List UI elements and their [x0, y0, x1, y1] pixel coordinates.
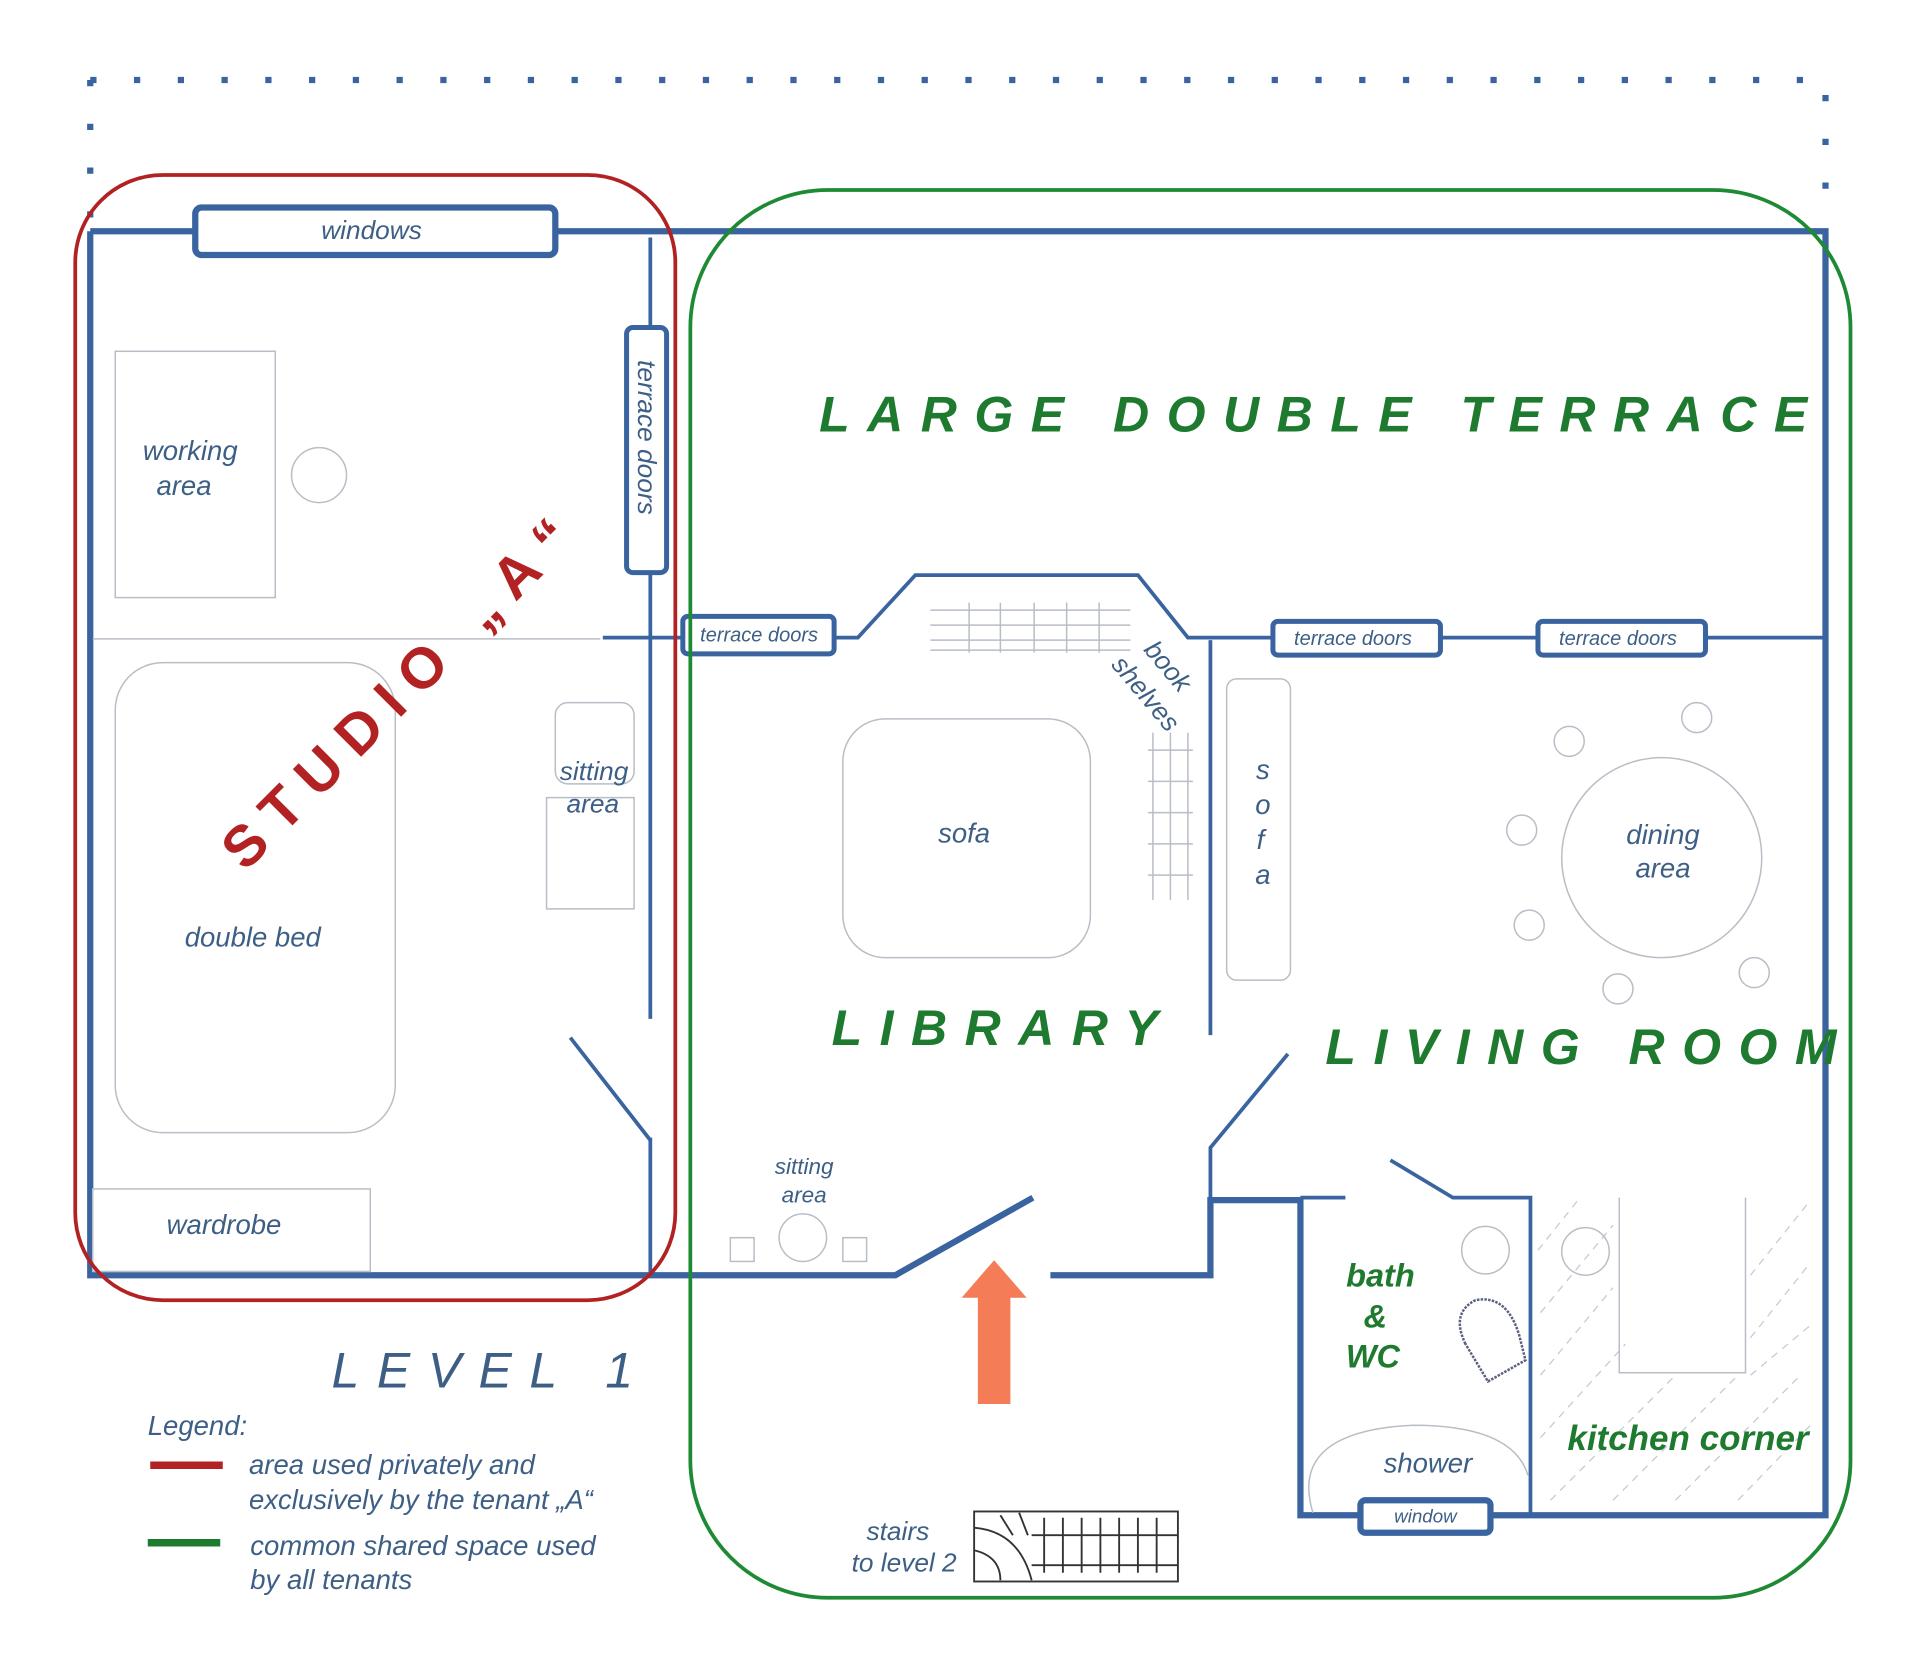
toilet — [1458, 1298, 1527, 1384]
windows-label: windows — [321, 215, 422, 245]
wardrobe — [91, 1188, 372, 1273]
double-bed-label: double bed — [185, 921, 323, 952]
legend-title: Legend: — [148, 1410, 247, 1441]
working-area-label-2: area — [156, 470, 211, 501]
private-area-outline — [73, 173, 678, 1303]
sitting-area-label: sitting — [560, 756, 629, 786]
terrace-door-1 — [680, 613, 837, 657]
double-bed — [114, 661, 397, 1134]
living-sofa-label: s o f a — [1255, 754, 1270, 890]
dining-table — [1560, 756, 1763, 959]
dining-chairs — [1505, 701, 1770, 1005]
library-sofa — [842, 718, 1092, 959]
bath-title-3: WC — [1346, 1339, 1401, 1375]
library-title: LIBRARY — [832, 1000, 1176, 1056]
working-desk — [114, 350, 277, 599]
stairs-icon — [973, 1510, 1179, 1583]
armchair — [554, 701, 635, 785]
living-room-title: LIVING ROOM — [1325, 1019, 1854, 1075]
bath-title: bath — [1346, 1257, 1415, 1293]
book-shelves-top — [930, 602, 1131, 653]
kitchen-sink — [1560, 1226, 1610, 1276]
sofa-letter: f — [1257, 824, 1268, 855]
common-area-outline — [688, 188, 1853, 1600]
legend-private-text: area used privately and — [249, 1449, 537, 1480]
bath-window-label: window — [1394, 1506, 1458, 1527]
studio-terrace-doors — [624, 325, 670, 576]
side-table — [545, 796, 635, 910]
book-shelves-side — [1147, 732, 1193, 901]
walls — [87, 228, 1829, 1519]
sofa-letter: o — [1255, 789, 1270, 820]
terrace-boundary-dotted — [87, 76, 1829, 219]
kitchen-label: kitchen corner — [1567, 1419, 1811, 1458]
legend-private-text-2: exclusively by the tenant „A“ — [249, 1484, 595, 1515]
coffee-table — [778, 1213, 828, 1263]
wardrobe-label: wardrobe — [167, 1209, 282, 1240]
terrace-door-2-label: terrace doors — [1294, 628, 1412, 650]
legend-common-text: common shared space used — [250, 1530, 597, 1561]
sitting-area-label-2: area — [567, 789, 620, 819]
chair — [290, 446, 348, 504]
stool — [842, 1236, 868, 1263]
dining-area-label: dining — [1626, 819, 1700, 850]
library-sitting-area-label: sitting — [775, 1154, 834, 1179]
living-sofa — [1225, 678, 1292, 981]
sink — [1460, 1225, 1510, 1275]
studio-windows — [192, 204, 559, 259]
studio-title: STUDIO „A“ — [209, 496, 595, 882]
stairs-label: stairs — [867, 1516, 930, 1546]
studio-terrace-doors-label: terrace doors — [632, 360, 662, 515]
working-area-label: working — [143, 435, 238, 466]
dining-area-label-2: area — [1635, 853, 1690, 884]
library-sitting-area-label-2: area — [782, 1183, 827, 1208]
bath-title-2: & — [1364, 1299, 1387, 1335]
level-title: LEVEL 1 — [332, 1343, 651, 1399]
sofa-letter: s — [1256, 754, 1270, 785]
kitchen-hatch — [1537, 1199, 1811, 1501]
terrace-door-3-label: terrace doors — [1559, 628, 1677, 650]
stairs-label-2: to level 2 — [852, 1547, 957, 1577]
shower-label: shower — [1384, 1448, 1474, 1479]
terrace-door-1-label: terrace doors — [700, 624, 818, 646]
terrace-door-2 — [1270, 618, 1443, 658]
bath-window — [1357, 1497, 1494, 1536]
stool — [729, 1236, 755, 1263]
legend-common-text-2: by all tenants — [250, 1564, 412, 1595]
sofa-letter: a — [1255, 859, 1270, 890]
terrace-title: LARGE DOUBLE TERRACE — [819, 386, 1825, 442]
kitchen-counter — [1618, 1197, 1747, 1374]
terrace-door-3 — [1535, 618, 1708, 658]
library-sofa-label: sofa — [938, 818, 990, 849]
shower-tray — [1308, 1424, 1529, 1513]
entrance-arrow-icon — [961, 1260, 1027, 1404]
legend: Legend: area used privately and exclusiv… — [148, 1410, 598, 1595]
